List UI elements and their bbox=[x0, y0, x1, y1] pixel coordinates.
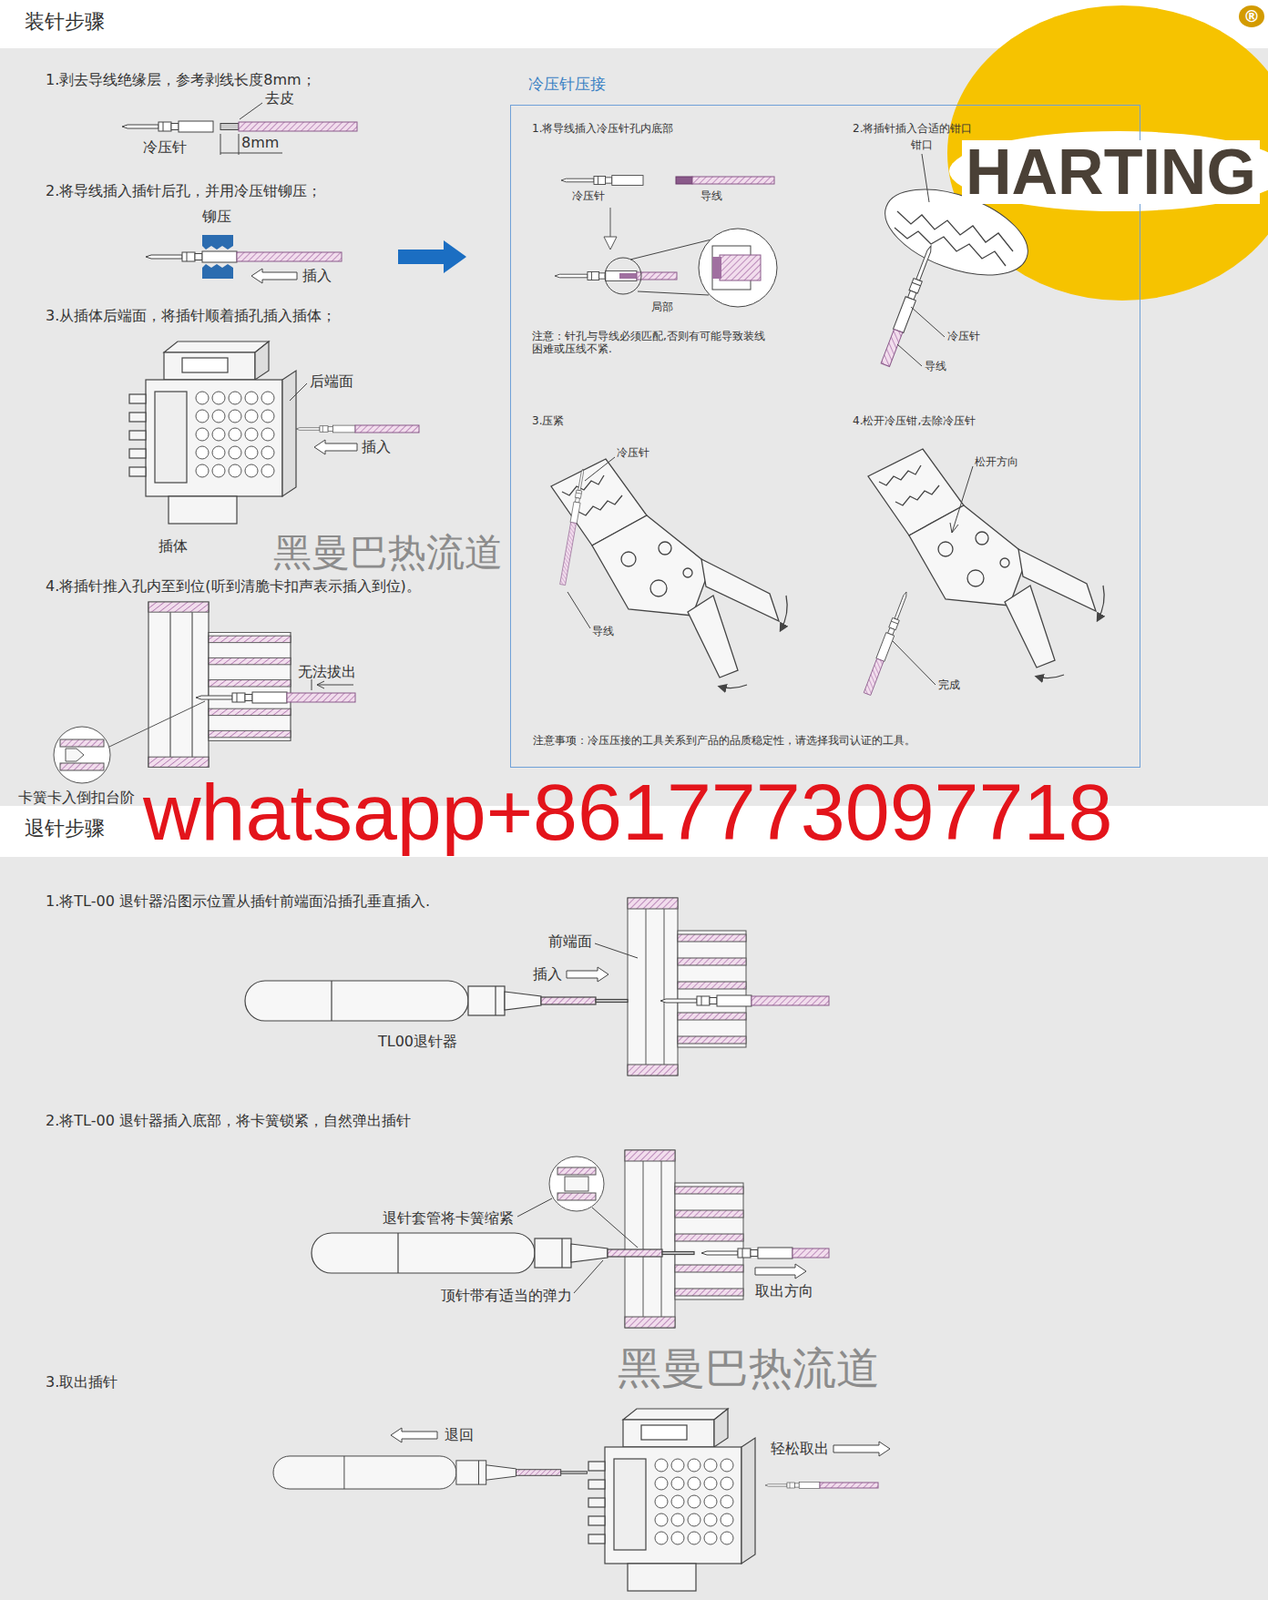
part-label: 完成 bbox=[938, 678, 961, 692]
step-text: 2.将TL-00 退针器插入底部，将卡簧锁紧，自然弹出插针 bbox=[45, 1112, 411, 1130]
note: 注意事项：冷压压接的工具关系到产品的品质稳定性，请选择我司认证的工具。 bbox=[532, 734, 916, 747]
step-text: 4.将插针推入孔内至到位(听到清脆卡扣声表示插入到位)。 bbox=[45, 577, 421, 595]
step-text: 2.将插针插入合适的钳口 bbox=[852, 122, 972, 135]
part-label: 顶针带有适当的弹力 bbox=[440, 1287, 573, 1305]
step-text: 1.剥去导线绝缘层，参考剥线长度8mm； bbox=[45, 71, 317, 89]
part-label: 卡簧卡入倒扣台阶 bbox=[18, 788, 135, 807]
part-label: 钳口 bbox=[910, 138, 933, 152]
section-heading: 退针步骤 bbox=[24, 817, 105, 841]
step-text: 1.将TL-00 退针器沿图示位置从插针前端面沿插孔垂直插入. bbox=[45, 892, 430, 911]
part-label: 无法拔出 bbox=[297, 663, 357, 681]
watermark: whatsapp+8617773097718 bbox=[143, 772, 1113, 853]
logo-band bbox=[949, 131, 1268, 212]
step-text: 4.松开冷压钳,去除冷压针 bbox=[852, 414, 976, 428]
process-box: 冷压针压接注意事项：冷压压接的工具关系到产品的品质稳定性，请选择我司认证的工具。 bbox=[510, 104, 1141, 768]
part-label: 轻松取出 bbox=[770, 1440, 829, 1458]
section-band: 退针步骤 bbox=[0, 857, 1268, 1600]
part-label: 前端面 bbox=[548, 932, 593, 951]
logo-mark: ® bbox=[1238, 5, 1265, 28]
note: 注意：针孔与导线必须匹配,否则有可能导致装线困难或压线不紧. bbox=[531, 329, 771, 357]
watermark: 黑曼巴热流道 bbox=[617, 1346, 880, 1391]
step-text: 1.将导线插入冷压针孔内底部 bbox=[531, 122, 674, 135]
logo-text: HARTING bbox=[961, 140, 1260, 205]
part-label: 冷压针 bbox=[616, 446, 650, 460]
part-label: 后端面 bbox=[309, 372, 354, 390]
part-label: 插入 bbox=[361, 438, 391, 456]
part-label: 松开方向 bbox=[974, 455, 1019, 469]
part-label: 插体 bbox=[158, 537, 188, 555]
panel-title: 冷压针压接 bbox=[528, 74, 606, 93]
part-label: 局部 bbox=[651, 300, 674, 314]
part-label: 退针套管将卡簧缩紧 bbox=[382, 1209, 514, 1228]
step-text: 2.将导线插入插针后孔，并用冷压钳铆压； bbox=[45, 182, 322, 200]
step-text: 3.取出插针 bbox=[45, 1373, 118, 1391]
part-label: 冷压针 bbox=[572, 189, 605, 203]
part-label: 冷压针 bbox=[143, 138, 187, 156]
part-label: 导线 bbox=[592, 624, 614, 638]
part-label: 导线 bbox=[700, 189, 723, 203]
part-label: 去皮 bbox=[265, 89, 295, 107]
section-heading: 装针步骤 bbox=[24, 10, 105, 34]
watermark: 黑曼巴热流道 bbox=[273, 533, 503, 573]
dimension: 8mm bbox=[241, 133, 279, 152]
part-label: 插入 bbox=[532, 965, 563, 983]
part-label: 铆压 bbox=[202, 207, 232, 225]
step-text: 3.压紧 bbox=[531, 414, 564, 428]
part-label: 导线 bbox=[924, 359, 947, 373]
part-label: 退回 bbox=[444, 1426, 474, 1444]
part-label: 取出方向 bbox=[755, 1282, 814, 1300]
part-label: TL00退针器 bbox=[378, 1032, 458, 1051]
part-label: 冷压针 bbox=[947, 329, 981, 343]
step-text: 3.从插体后端面，将插针顺着插孔插入插体； bbox=[45, 306, 337, 325]
part-label: 插入 bbox=[302, 266, 332, 285]
